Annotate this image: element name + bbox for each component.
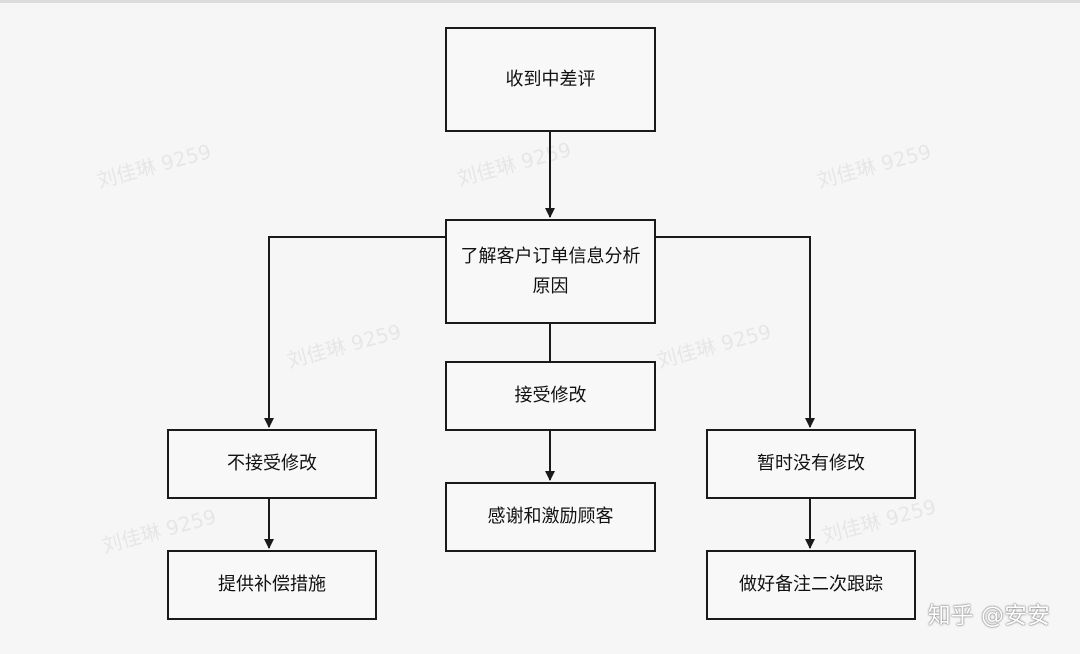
node-label: 收到中差评: [505, 68, 596, 90]
node-label: 不接受修改: [227, 453, 317, 474]
node-label: 提供补偿措施: [218, 574, 326, 595]
source-credit: 知乎 @安安: [927, 603, 1050, 629]
node-receive-bad-review: 收到中差评: [445, 27, 656, 132]
node-label: 做好备注二次跟踪: [739, 574, 883, 595]
node-thank-customer: 感谢和激励顾客: [445, 482, 656, 552]
node-label: 暂时没有修改: [757, 453, 865, 474]
edge-analyze-to-reject: [264, 236, 445, 428]
node-label: 了解客户订单信息分析原因: [460, 245, 641, 297]
node-reject-change: 不接受修改: [167, 429, 377, 499]
node-follow-up: 做好备注二次跟踪: [706, 550, 916, 620]
node-accept-change: 接受修改: [445, 361, 656, 431]
edge-analyze-to-no-change: [656, 236, 815, 428]
node-label: 接受修改: [514, 385, 587, 406]
node-no-change-yet: 暂时没有修改: [706, 429, 916, 499]
node-offer-compensation: 提供补偿措施: [167, 550, 377, 620]
node-analyze-order: 了解客户订单信息分析原因: [445, 219, 656, 324]
node-label: 感谢和激励顾客: [487, 506, 614, 527]
top-border: [0, 0, 1080, 3]
